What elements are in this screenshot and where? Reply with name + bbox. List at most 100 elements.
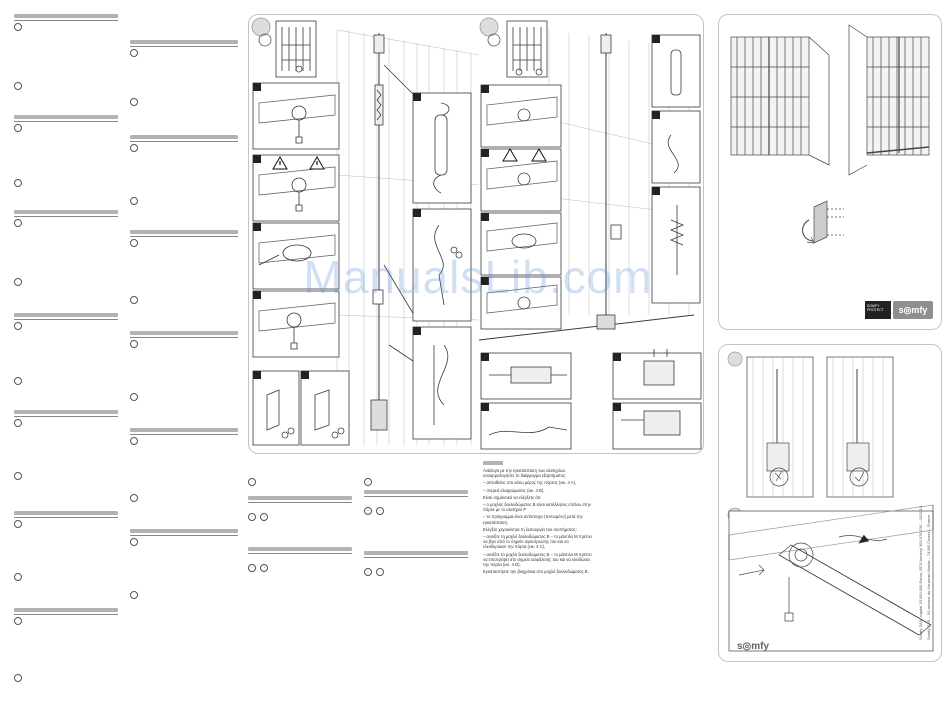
step-marker xyxy=(14,322,22,330)
section-header-bar xyxy=(130,230,238,234)
greek-p9: – ανοίξτε το μοχλό ξεκλειδώματος B – το … xyxy=(483,551,592,568)
text-section xyxy=(130,494,238,529)
greek-p5: – ο μοχλός ξεκλειδώματος B είναι κατάλλη… xyxy=(483,502,591,513)
step-marker xyxy=(14,124,22,132)
text-section xyxy=(14,410,118,472)
text-section xyxy=(130,296,238,331)
step-marker xyxy=(130,296,138,304)
greek-p2: – απευθείας στο κάτω μέρος της πόρτας (ε… xyxy=(483,480,577,486)
somfy-logo-badge: s◎mfy xyxy=(893,301,933,319)
step-marker xyxy=(14,573,22,581)
brand-badge-line-1: SOMFY xyxy=(867,304,880,308)
text-section xyxy=(14,674,118,707)
unlock-detail-illustration xyxy=(727,351,934,652)
step-marker xyxy=(14,377,22,385)
step-marker xyxy=(14,419,22,427)
step-marker xyxy=(14,674,22,682)
door-overview-illustration xyxy=(730,24,930,244)
text-section xyxy=(14,313,118,377)
legal-text-1: Somfy SAS, capital 20.000.000 Euros, RCS… xyxy=(918,505,923,640)
text-section xyxy=(130,40,238,98)
step-marker xyxy=(130,98,138,106)
text-section xyxy=(14,14,118,82)
section-divider xyxy=(130,434,238,435)
section-header-bar xyxy=(130,529,238,533)
section-header-bar xyxy=(14,313,118,317)
step-marker xyxy=(14,278,22,286)
overview-panel: SOMFY PROTECT s◎mfy xyxy=(718,14,942,330)
text-section xyxy=(14,511,118,573)
greek-p7: Ελέγξτε χειροκίνητα τη λειτουργία του συ… xyxy=(483,526,577,532)
installation-illustration-panel xyxy=(248,14,704,454)
greek-p8: – ανοίξτε τη μοχλό ξεκλειδώματος B – το … xyxy=(483,534,592,550)
step-marker xyxy=(14,520,22,528)
lower-text-column-2: · · · · · xyxy=(364,470,468,612)
section-header-bar xyxy=(130,40,238,44)
text-section xyxy=(130,98,238,135)
greek-p3: – στερεά ελαφρώματος (εικ. 4 Β). xyxy=(483,487,545,493)
brand-badge-line-2: PROTECT xyxy=(867,308,884,312)
section-divider xyxy=(130,535,238,536)
section-header-bar xyxy=(14,511,118,515)
section-header-bar xyxy=(14,410,118,414)
step-marker xyxy=(130,538,138,546)
section-divider xyxy=(130,46,238,47)
section-divider xyxy=(130,337,238,338)
greek-instructions: Ανάλογα με την εγκατάσταση των ελατηρίων… xyxy=(483,461,593,576)
section-divider xyxy=(14,614,118,615)
section-header-bar xyxy=(130,428,238,432)
text-section xyxy=(130,529,238,591)
step-marker xyxy=(130,49,138,57)
legal-text-2: Somfy SAS – 50 avenue du Nouveau Monde –… xyxy=(926,514,931,640)
text-section xyxy=(130,135,238,197)
step-marker xyxy=(130,393,138,401)
section-header-bar xyxy=(14,210,118,214)
section-header-bar xyxy=(130,135,238,139)
section-divider xyxy=(14,416,118,417)
greek-p4: Είναι σημαντικό να ελέγξετε ότι: xyxy=(483,494,542,500)
left-text-column-2 xyxy=(130,40,238,624)
step-marker xyxy=(14,82,22,90)
installation-illustration xyxy=(251,17,702,450)
section-divider xyxy=(14,216,118,217)
text-section xyxy=(130,591,238,624)
text-section xyxy=(14,377,118,410)
step-marker xyxy=(130,437,138,445)
section-divider xyxy=(14,20,118,21)
step-marker xyxy=(130,197,138,205)
left-text-column-1 xyxy=(14,14,118,707)
somfy-logo: s◎mfy xyxy=(737,641,770,652)
text-section xyxy=(14,472,118,511)
text-section xyxy=(14,608,118,674)
section-header-bar xyxy=(14,115,118,119)
lower-text-column-1: · · · · · xyxy=(248,470,352,612)
step-marker xyxy=(130,144,138,152)
text-section xyxy=(130,230,238,296)
text-section xyxy=(130,331,238,393)
step-marker xyxy=(130,494,138,502)
section-header-bar xyxy=(14,14,118,18)
step-marker xyxy=(130,340,138,348)
text-section xyxy=(14,82,118,115)
step-marker xyxy=(14,219,22,227)
text-section xyxy=(130,197,238,230)
greek-p6: – το πρόγραμμα είναι αντίστοιχο (τεντωμέ… xyxy=(483,514,583,525)
step-marker xyxy=(14,179,22,187)
text-section xyxy=(14,573,118,608)
step-marker xyxy=(14,472,22,480)
text-section xyxy=(14,115,118,179)
section-header-bar xyxy=(14,608,118,612)
text-section xyxy=(14,278,118,313)
text-section xyxy=(14,210,118,278)
section-divider xyxy=(130,236,238,237)
greek-p10: Εγκαταστήστε την βιοχρόνια στο μοχλό ξεκ… xyxy=(483,569,589,575)
brand-badge: SOMFY PROTECT xyxy=(865,301,891,319)
greek-p1: Ανάλογα με την εγκατάσταση των ελατηρίων… xyxy=(483,468,567,479)
text-section xyxy=(130,428,238,494)
text-section xyxy=(130,393,238,428)
section-divider xyxy=(14,517,118,518)
text-section xyxy=(14,179,118,210)
step-marker xyxy=(14,617,22,625)
section-header-bar xyxy=(130,331,238,335)
section-divider xyxy=(14,319,118,320)
